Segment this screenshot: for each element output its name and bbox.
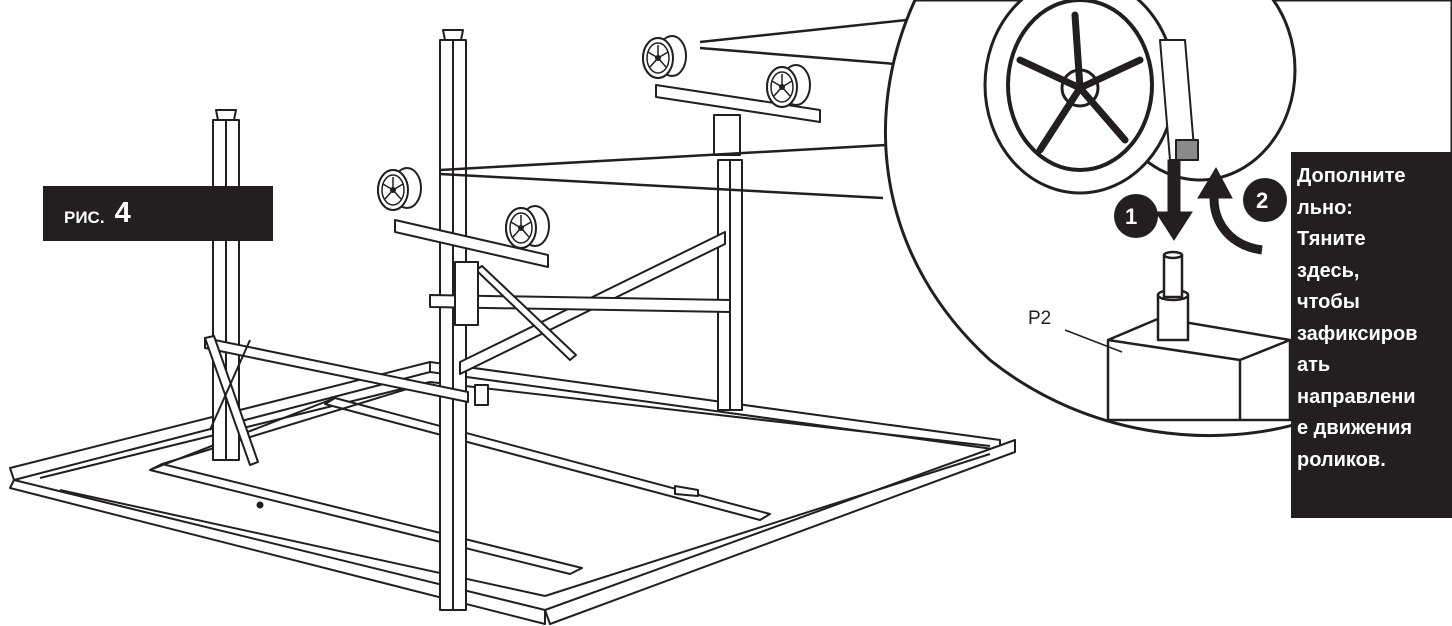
instruction-note: Дополните льно: Тяните здесь, чтобы зафи… — [1291, 152, 1452, 518]
callout-leaders — [439, 15, 936, 200]
step-2-marker — [1243, 178, 1287, 222]
step-1-number: 1 — [1125, 204, 1137, 229]
part-label-p2: P2 — [1028, 308, 1051, 329]
figure-label-word: РИС. — [64, 207, 105, 227]
figure-label: РИС. 4 — [43, 186, 273, 241]
figure-label-number: 4 — [114, 197, 131, 229]
step-1-marker — [1114, 194, 1158, 238]
step-2-number: 2 — [1256, 188, 1268, 213]
base-frame — [9, 361, 1016, 625]
roller-arms — [394, 84, 821, 268]
cross-braces — [204, 231, 731, 466]
